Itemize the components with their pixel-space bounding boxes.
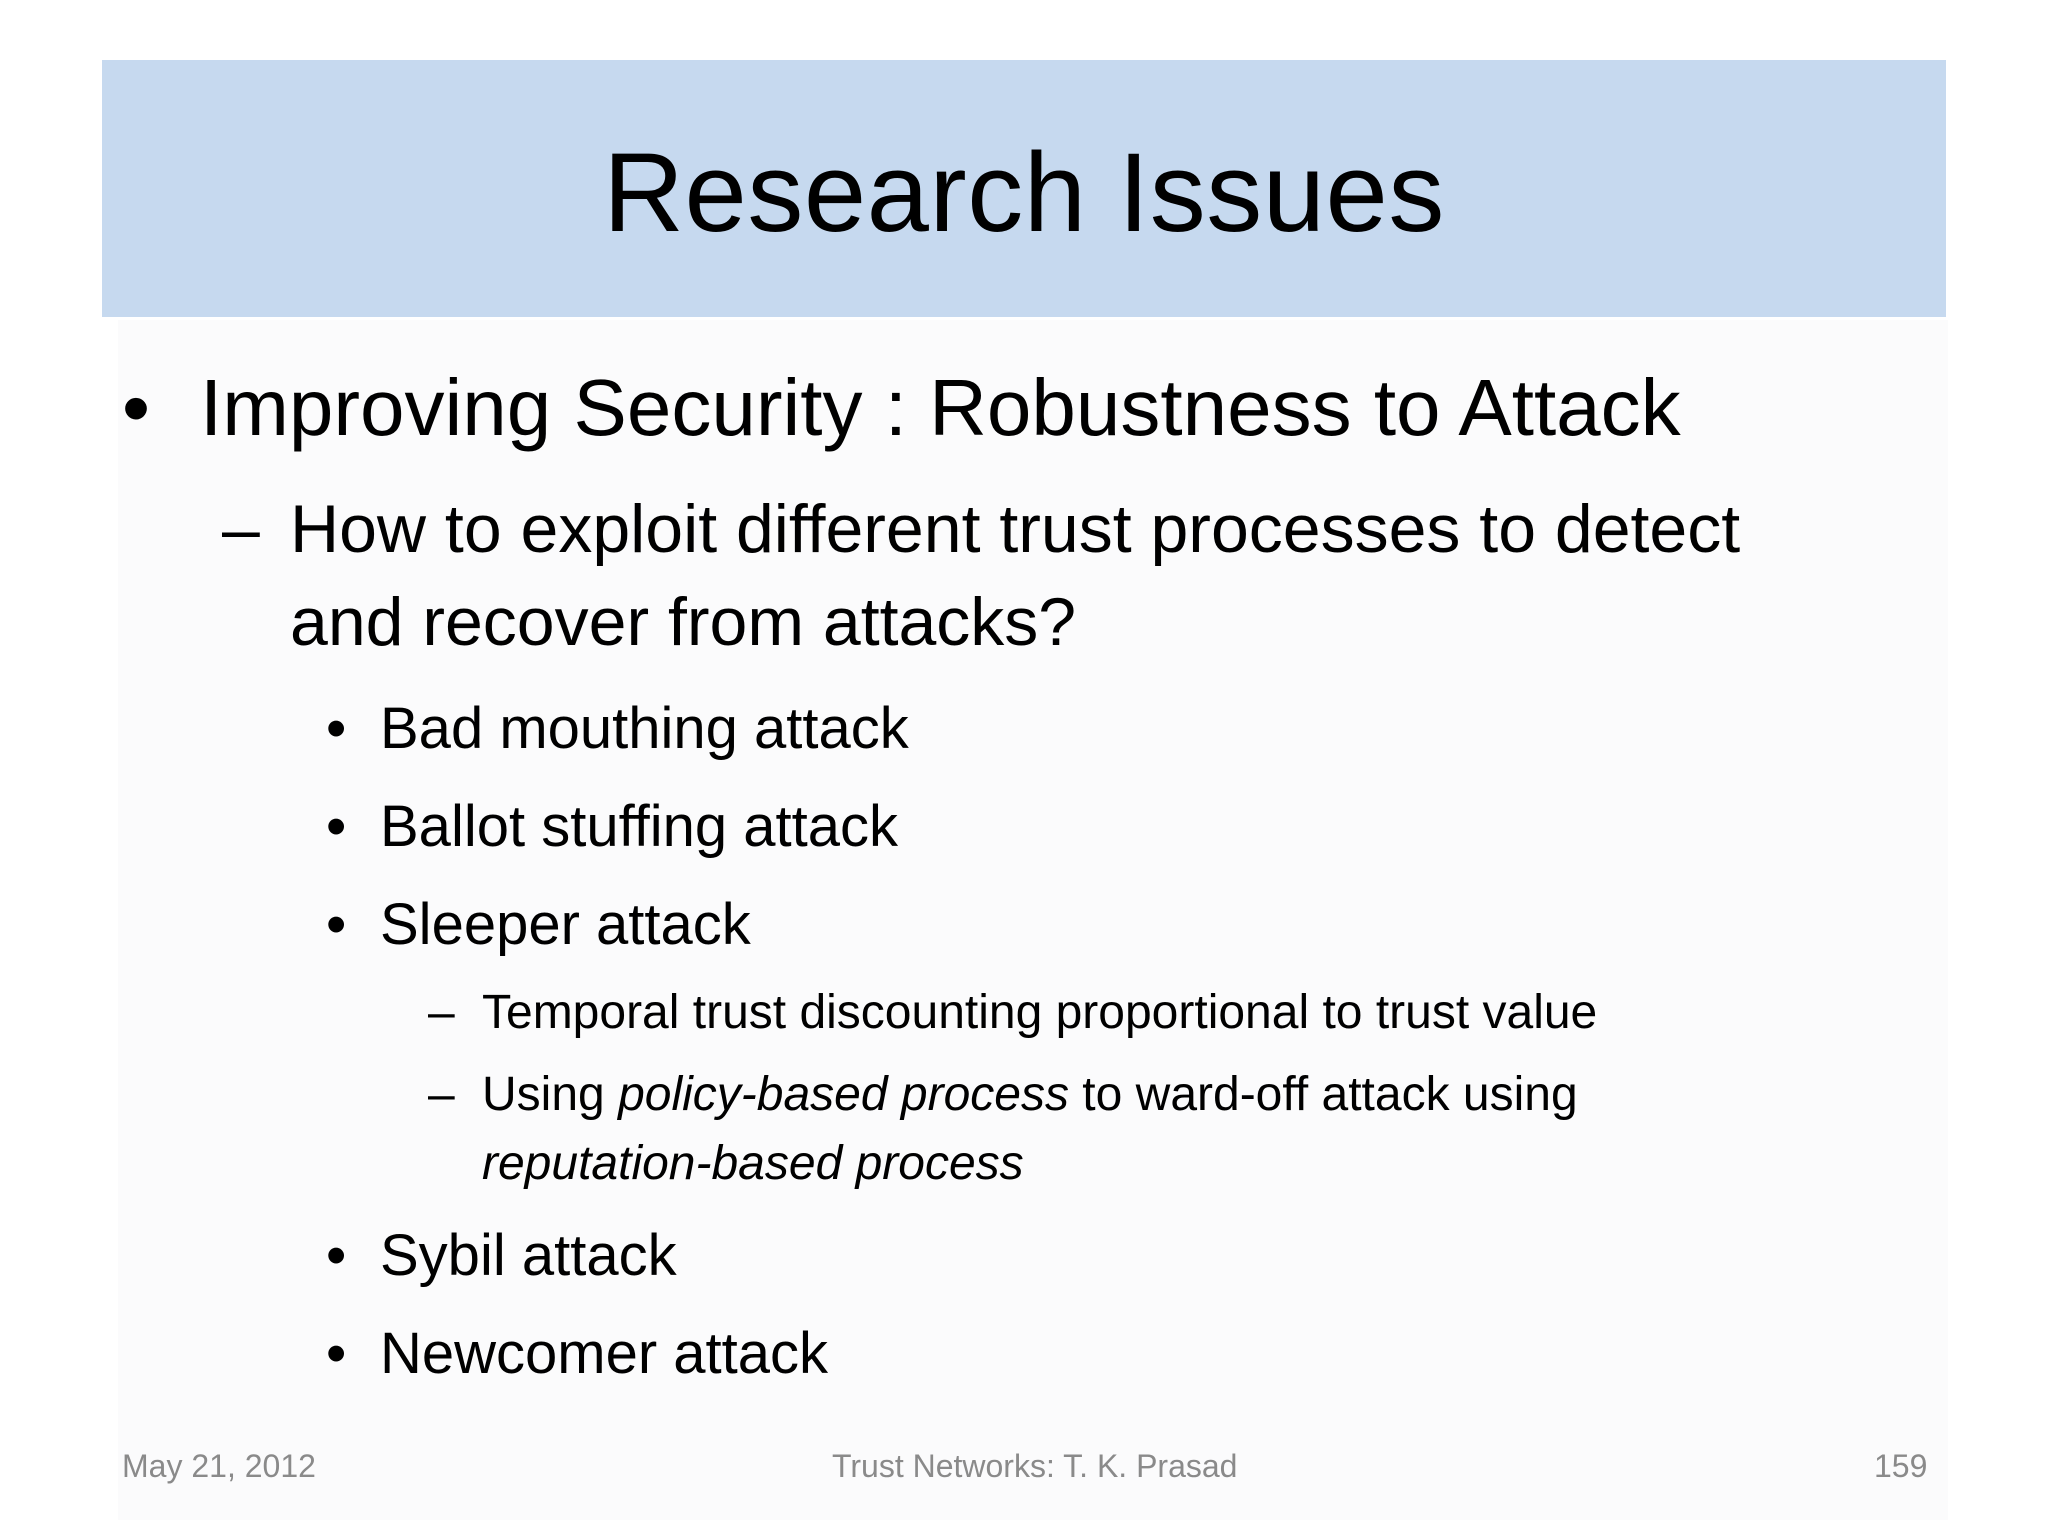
attack-bullet: • <box>326 892 347 957</box>
sleeper-sub-dash: – <box>428 986 455 1039</box>
slide-title: Research Issues <box>603 129 1445 255</box>
attack-item-bad-mouthing: Bad mouthing attack <box>380 696 909 761</box>
attack-item-sybil: Sybil attack <box>380 1223 677 1288</box>
reputation-text-em: reputation-based process <box>482 1137 1024 1190</box>
attack-item-sleeper: Sleeper attack <box>380 892 751 957</box>
attack-item-ballot-stuffing: Ballot stuffing attack <box>380 794 899 859</box>
footer-date: May 21, 2012 <box>122 1448 316 1484</box>
sleeper-sub-item-policy: Using policy-based process to ward-off a… <box>482 1067 1578 1122</box>
policy-text-b: to ward-off attack using <box>1068 1068 1578 1121</box>
title-bar: Research Issues <box>102 60 1946 317</box>
footer-center: Trust Networks: T. K. Prasad <box>832 1448 1238 1484</box>
sleeper-sub-item-policy-line2: reputation-based process <box>482 1136 1024 1191</box>
attack-bullet: • <box>326 696 347 761</box>
level1-bullet: • <box>122 363 151 452</box>
policy-text-em: policy-based process <box>618 1068 1069 1121</box>
attack-item-newcomer: Newcomer attack <box>380 1321 829 1386</box>
level2-dash: – <box>222 491 260 567</box>
level1-text: Improving Security : Robustness to Attac… <box>200 363 1681 452</box>
footer-page-number: 159 <box>1874 1448 1928 1484</box>
attack-bullet: • <box>326 1321 347 1386</box>
sleeper-sub-dash: – <box>428 1068 455 1121</box>
attack-bullet: • <box>326 1223 347 1288</box>
sleeper-sub-item-temporal: Temporal trust discounting proportional … <box>482 986 1598 1039</box>
policy-text-a: Using <box>482 1068 619 1121</box>
attack-bullet: • <box>326 794 347 859</box>
level2-text-line2: and recover from attacks? <box>290 584 1077 660</box>
level2-text-line1: How to exploit different trust processes… <box>290 491 1741 567</box>
slide-background <box>118 320 1948 1520</box>
